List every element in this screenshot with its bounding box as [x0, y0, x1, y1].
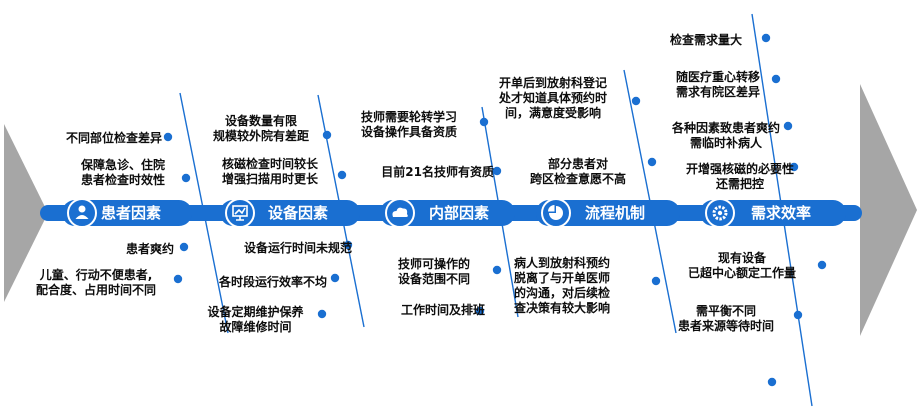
- cause-dot: [337, 170, 347, 180]
- cloud-icon: [392, 207, 408, 217]
- cause-label: 设备定期维护保养 故障维修时间: [207, 305, 304, 334]
- monitor-icon: [232, 205, 248, 221]
- cause-label: 各种因素致患者爽约 需临时补病人: [671, 121, 780, 150]
- cause-label: 病人到放射科预约 脱离了与开单医师 的沟通，对后续检 查决策有较大影响: [514, 256, 611, 315]
- cause-label: 技师可操作的 设备范围不同: [397, 257, 470, 286]
- cause-label: 检查需求量大: [669, 33, 742, 47]
- cause-dot: [317, 309, 327, 319]
- gear-icon: [712, 205, 728, 221]
- category-pill-4: [700, 198, 846, 228]
- cause-label: 开增强核磁的必要性 还需把控: [685, 162, 794, 191]
- pie-chart-icon: [548, 205, 563, 220]
- category-label-internal: 内部因素: [429, 204, 490, 222]
- user-icon: [75, 205, 89, 219]
- cause-dot: [631, 96, 641, 106]
- cause-dot: [343, 240, 353, 250]
- cause-label: 部分患者对 跨区检查意愿不高: [529, 157, 626, 186]
- cause-dot: [817, 260, 827, 270]
- head-arrow: [860, 84, 917, 336]
- cause-dot: [322, 130, 332, 140]
- cause-label: 随医疗重心转移 需求有院区差异: [675, 70, 760, 99]
- cause-label: 核磁检查时间较长 增强扫描用时更长: [221, 157, 318, 186]
- category-label-process: 流程机制: [585, 204, 646, 222]
- cause-dot: [651, 276, 661, 286]
- cause-dot: [761, 33, 771, 43]
- cause-label: 现有设备 已超中心额定工作量: [687, 251, 796, 280]
- cause-dot: [647, 157, 657, 167]
- cause-label: 技师需要轮转学习 设备操作具备资质: [360, 110, 457, 139]
- cause-dot: [181, 173, 191, 183]
- cause-dot: [789, 162, 799, 172]
- cause-label: 开单后到放射科登记 处才知道具体预约时 间，满意度受影响: [498, 76, 607, 120]
- cause-dot: [783, 121, 793, 131]
- cause-dot: [492, 265, 502, 275]
- cause-label: 需平衡不同 患者来源等待时间: [677, 304, 774, 333]
- cause-dot: [767, 377, 777, 387]
- cause-label: 儿童、行动不便患者, 配合度、占用时间不同: [35, 268, 156, 297]
- cause-label: 设备运行时间未规范: [243, 241, 352, 255]
- cause-label: 患者爽约: [125, 242, 174, 256]
- cause-dot: [771, 74, 781, 84]
- category-pill-3: [536, 198, 680, 228]
- category-label-equipment: 设备因素: [268, 204, 329, 222]
- cause-dot: [179, 242, 189, 252]
- cause-label: 工作时间及排班: [400, 303, 485, 317]
- cause-label: 目前21名技师有资质: [381, 165, 494, 179]
- tail-arrow: [4, 124, 48, 302]
- cause-dot: [475, 306, 485, 316]
- category-label-patient: 患者因素: [101, 204, 162, 222]
- cause-dot: [163, 132, 173, 142]
- category-label-demand: 需求效率: [751, 204, 812, 222]
- cause-label: 设备数量有限 规模较外院有差距: [212, 114, 309, 143]
- cause-dot: [479, 117, 489, 127]
- category-pill-1: [220, 198, 360, 228]
- category-pill-2: [380, 198, 515, 228]
- cause-label: 不同部位检查差异: [65, 131, 162, 145]
- cause-label: 各时段运行效率不均: [218, 275, 327, 289]
- cause-dot: [330, 273, 340, 283]
- cause-label: 保障急诊、住院 患者检查时效性: [80, 158, 165, 187]
- cause-dot: [793, 310, 803, 320]
- cause-dot: [492, 166, 502, 176]
- category-pill-0: [62, 198, 192, 228]
- cause-dot: [173, 274, 183, 284]
